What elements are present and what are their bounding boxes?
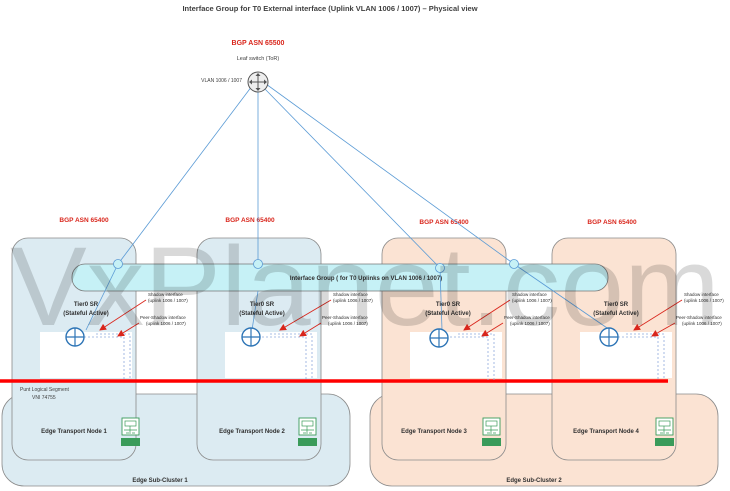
uplink-line-sr-4 bbox=[513, 263, 611, 331]
punt-segment-vni: VNI 74755 bbox=[32, 395, 56, 401]
interface-group-bar bbox=[71, 263, 609, 292]
peer-shadow-link-2 bbox=[270, 333, 313, 380]
node-1-asn: BGP ASN 65400 bbox=[59, 217, 109, 224]
edge-node-4-icon bbox=[655, 417, 674, 446]
uplink-line-node-1 bbox=[117, 85, 253, 265]
shadow-label-1: Shadow interface bbox=[148, 292, 183, 297]
peer-shadow-link-4 bbox=[626, 333, 665, 380]
shadow-link-3 bbox=[446, 336, 489, 380]
uplink-line-sr-2 bbox=[251, 290, 259, 331]
node-3-internals: Tier0 SR (Stateful Active) Shadow interf… bbox=[401, 292, 552, 446]
tor-vlan: VLAN 1006 / 1007 bbox=[201, 78, 242, 84]
shadow-link-2 bbox=[258, 336, 307, 380]
group-member-circle-4 bbox=[509, 259, 519, 269]
peer-shadow-label-3: Peer-Shadow interface bbox=[504, 315, 550, 320]
node-2-inner-panel bbox=[225, 332, 317, 378]
sr-1-title: Tier0 SR bbox=[74, 302, 99, 308]
subcluster-1-label: Edge Sub-Cluster 1 bbox=[132, 478, 188, 484]
node-1-internals: Tier0 SR (Stateful Active) Shadow interf… bbox=[41, 292, 188, 446]
peer-shadow-link-1 bbox=[96, 333, 131, 380]
group-member-circle-3 bbox=[435, 263, 445, 273]
shadow-sub-3: (uplink 1006 / 1007) bbox=[512, 298, 552, 303]
peer-shadow-label-2: Peer-Shadow interface bbox=[322, 315, 368, 320]
tor-uplinks bbox=[85, 83, 611, 331]
group-member-circle-1 bbox=[113, 259, 123, 269]
sr-4-state: (Stateful Active) bbox=[593, 311, 638, 317]
shadow-label-3: Shadow interface bbox=[512, 292, 547, 297]
edge-node-3-icon bbox=[482, 417, 501, 446]
tor-router-icon bbox=[247, 71, 269, 93]
shadow-arrow-1 bbox=[99, 299, 147, 331]
peer-shadow-arrow-2 bbox=[299, 322, 322, 337]
node-1-inner-panel bbox=[40, 332, 132, 378]
shadow-arrow-4 bbox=[633, 299, 683, 331]
uplink-line-node-3 bbox=[263, 87, 441, 269]
edge-node-1-label: Edge Transport Node 1 bbox=[41, 429, 107, 435]
peer-shadow-arrow-3 bbox=[481, 322, 504, 337]
uplink-line-sr-1 bbox=[85, 263, 119, 331]
node-4-inner-panel bbox=[580, 332, 672, 378]
tier0-sr-1-icon bbox=[65, 327, 85, 347]
interface-group-label: Interface Group ( for T0 Uplinks on VLAN… bbox=[290, 276, 442, 282]
edge-node-2-icon bbox=[298, 417, 317, 446]
node-4-internals: Tier0 SR (Stateful Active) Shadow interf… bbox=[573, 292, 724, 446]
shadow-sub-4: (uplink 1006 / 1007) bbox=[684, 298, 724, 303]
tier0-sr-2-icon bbox=[241, 327, 261, 347]
sr-3-title: Tier0 SR bbox=[436, 302, 461, 308]
shadow-sub-2: (uplink 1006 / 1007) bbox=[333, 298, 373, 303]
sr-3-state: (Stateful Active) bbox=[425, 311, 470, 317]
peer-shadow-sub-3: (uplink 1006 / 1007) bbox=[510, 321, 550, 326]
peer-shadow-sub-4: (uplink 1006 / 1007) bbox=[682, 321, 722, 326]
uplink-line-sr-3 bbox=[439, 267, 443, 331]
node-4-asn: BGP ASN 65400 bbox=[587, 219, 637, 226]
shadow-sub-1: (uplink 1006 / 1007) bbox=[148, 298, 188, 303]
shadow-link-1 bbox=[84, 336, 125, 380]
edge-node-4-label: Edge Transport Node 4 bbox=[573, 429, 639, 435]
peer-shadow-sub-1: (uplink 1006 / 1007) bbox=[146, 321, 186, 326]
sr-4-title: Tier0 SR bbox=[604, 302, 629, 308]
diagram-title: Interface Group for T0 External interfac… bbox=[182, 4, 477, 13]
shadow-arrow-2 bbox=[279, 299, 332, 331]
peer-shadow-label-1: Peer-Shadow interface bbox=[140, 315, 186, 320]
sr-2-title: Tier0 SR bbox=[250, 302, 275, 308]
shadow-label-4: Shadow interface bbox=[684, 292, 719, 297]
sr-2-state: (Stateful Active) bbox=[239, 311, 284, 317]
peer-shadow-label-4: Peer-Shadow interface bbox=[676, 315, 722, 320]
tier0-sr-3-icon bbox=[429, 328, 449, 348]
peer-shadow-sub-2: (uplink 1006 / 1007) bbox=[328, 321, 368, 326]
tor-asn: BGP ASN 65500 bbox=[232, 40, 285, 47]
node-2-asn: BGP ASN 65400 bbox=[225, 217, 275, 224]
edge-node-2-label: Edge Transport Node 2 bbox=[219, 429, 285, 435]
peer-shadow-link-3 bbox=[458, 333, 495, 380]
node-3-inner-panel bbox=[410, 332, 502, 378]
tor-name: Leaf switch (ToR) bbox=[237, 56, 280, 62]
shadow-arrow-3 bbox=[463, 299, 511, 331]
vxplanet-watermark: VxPlanet.com bbox=[10, 224, 720, 349]
subcluster-2-label: Edge Sub-Cluster 2 bbox=[506, 478, 562, 484]
peer-shadow-arrow-1 bbox=[117, 322, 140, 337]
shadow-link-4 bbox=[614, 336, 659, 380]
peer-shadow-arrow-4 bbox=[651, 322, 676, 337]
group-member-circle-2 bbox=[253, 259, 263, 269]
punt-segment-label: Punt Logical Segment bbox=[20, 387, 70, 393]
tier0-sr-4-icon bbox=[599, 327, 619, 347]
shadow-label-2: Shadow interface bbox=[333, 292, 368, 297]
sr-1-state: (Stateful Active) bbox=[63, 311, 108, 317]
edge-node-3-label: Edge Transport Node 3 bbox=[401, 429, 467, 435]
node-3-asn: BGP ASN 65400 bbox=[419, 219, 469, 226]
uplink-line-node-4 bbox=[265, 83, 515, 265]
node-2-internals: Tier0 SR (Stateful Active) Shadow interf… bbox=[219, 292, 373, 446]
edge-node-1-icon bbox=[121, 417, 140, 446]
